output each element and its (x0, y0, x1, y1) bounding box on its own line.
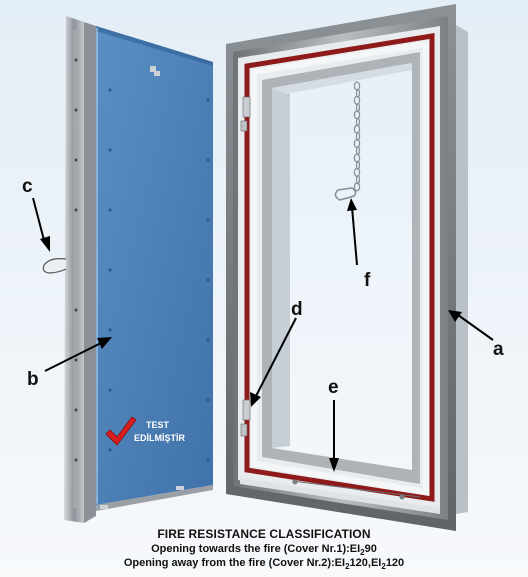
test-badge: TEST EDİLMİŞTİR (105, 416, 185, 446)
callouts (32, 197, 494, 472)
label-b: b (27, 369, 39, 390)
retaining-chain (334, 81, 361, 201)
classification-title: FIRE RESISTANCE CLASSIFICATION (157, 527, 371, 541)
callout-labels: c b d e f a (22, 176, 504, 398)
classification-line-2: Opening away from the fire (Cover Nr.2):… (123, 557, 405, 571)
label-e: e (328, 377, 339, 398)
insulation-panel (96, 26, 213, 505)
classification-line-1: Opening towards the fire (Cover Nr.1):EI… (151, 543, 377, 557)
door-handle (42, 258, 67, 274)
badge-line1: TEST (146, 420, 170, 430)
label-d: d (291, 299, 303, 320)
check-mark-icon (105, 416, 137, 446)
label-a: a (493, 339, 504, 360)
label-c: c (22, 176, 33, 197)
badge-line2: EDİLMİŞTİR (134, 433, 185, 443)
door-frame (226, 4, 468, 531)
label-f: f (364, 270, 371, 291)
door-leaf (42, 16, 213, 523)
